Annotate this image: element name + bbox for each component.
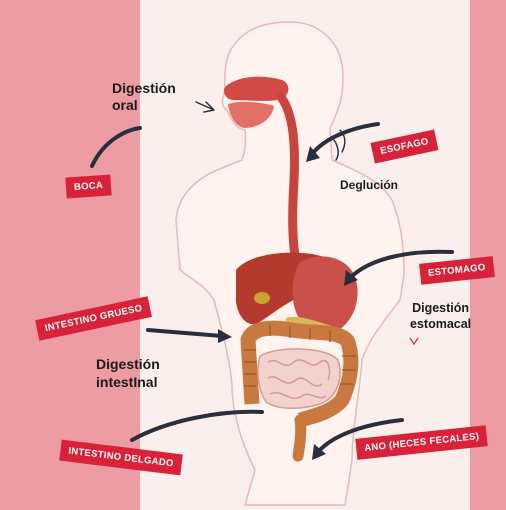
label-digestion-oral-line2: oral <box>112 97 176 114</box>
tag-boca: BOCA <box>65 174 112 198</box>
gallbladder-organ <box>254 292 270 304</box>
label-digestion-intestinal-line1: Digestión <box>96 355 160 373</box>
label-digestion-intestinal-line2: intestInal <box>96 373 160 391</box>
label-deglucion: Deglución <box>340 178 398 193</box>
label-digestion-estomacal-line1: Digestión <box>410 300 471 316</box>
rectum-organ <box>298 420 301 456</box>
label-digestion-estomacal-line2: estomacal <box>410 316 471 332</box>
label-digestion-intestinal: Digestión intestInal <box>96 355 160 391</box>
label-digestion-oral: Digestión oral <box>112 80 176 114</box>
label-digestion-oral-line1: Digestión <box>112 80 176 97</box>
label-digestion-estomacal: Digestión estomacal <box>410 300 471 332</box>
label-deglucion-text: Deglución <box>340 178 398 193</box>
